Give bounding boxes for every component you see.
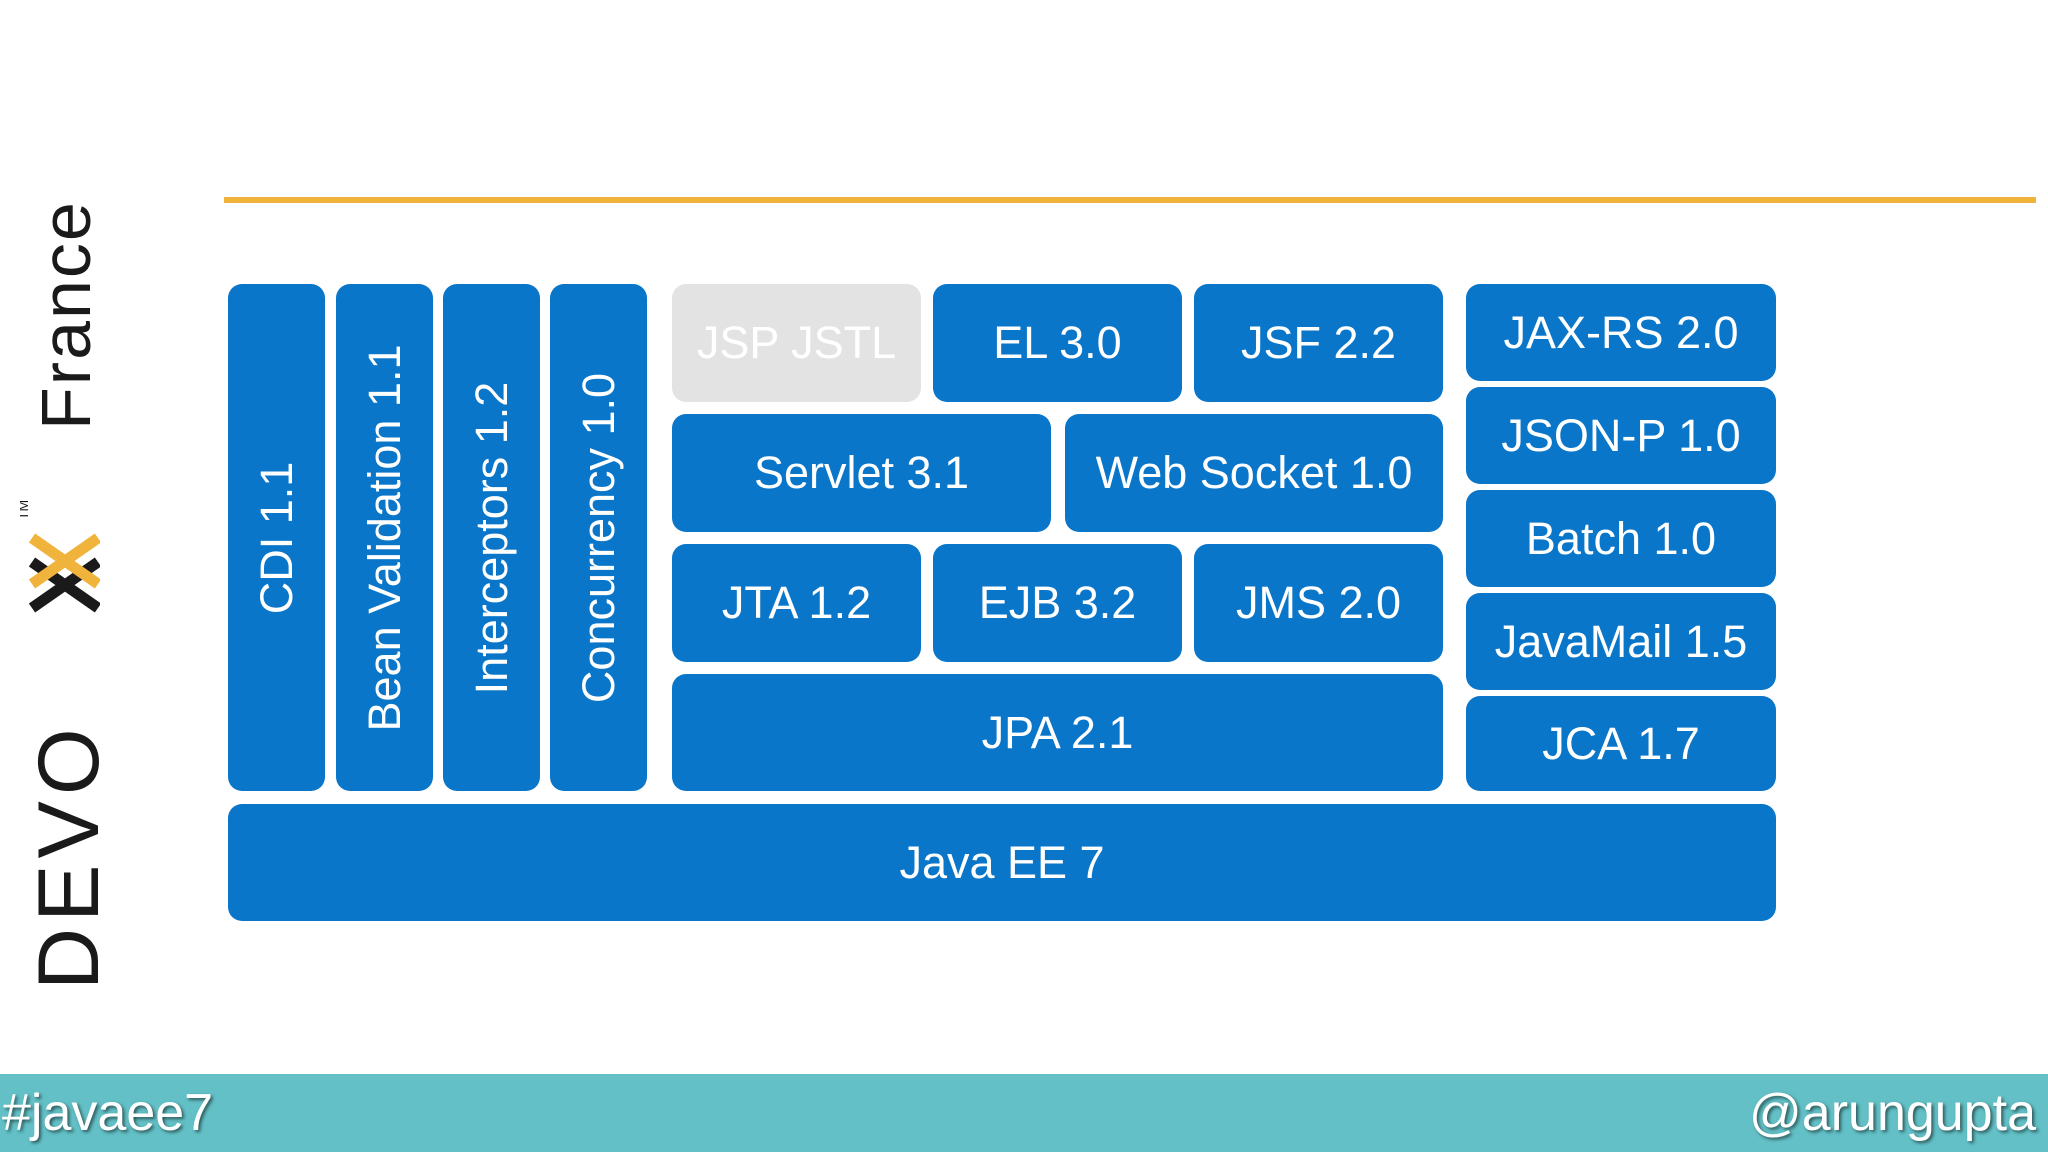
websocket-box: Web Socket 1.0 bbox=[1065, 414, 1443, 532]
concurrency-box: Concurrency 1.0 bbox=[550, 284, 647, 791]
jsf-box: JSF 2.2 bbox=[1194, 284, 1443, 402]
jca-box: JCA 1.7 bbox=[1466, 696, 1776, 791]
batch-box: Batch 1.0 bbox=[1466, 490, 1776, 587]
cdi-box: CDI 1.1 bbox=[228, 284, 325, 791]
devoxx-france-logo: DEVO TM France bbox=[20, 60, 100, 1000]
java-ee-7-platform-box: Java EE 7 bbox=[228, 804, 1776, 921]
logo-trademark: TM bbox=[20, 500, 31, 520]
footer-hashtag: #javaee7 bbox=[2, 1084, 214, 1142]
devoxx-logo-graphic: DEVO TM France bbox=[20, 200, 100, 990]
interceptors-label: Interceptors 1.2 bbox=[465, 381, 517, 694]
el-box: EL 3.0 bbox=[933, 284, 1182, 402]
cdi-label: CDI 1.1 bbox=[250, 461, 302, 614]
jms-box: JMS 2.0 bbox=[1194, 544, 1443, 662]
javamail-box: JavaMail 1.5 bbox=[1466, 593, 1776, 690]
concurrency-label: Concurrency 1.0 bbox=[572, 372, 624, 703]
footer-bar: #javaee7 @arungupta bbox=[0, 1074, 2048, 1152]
logo-region-text: France bbox=[27, 200, 100, 430]
servlet-box: Servlet 3.1 bbox=[672, 414, 1051, 532]
jsonp-box: JSON-P 1.0 bbox=[1466, 387, 1776, 484]
jpa-box: JPA 2.1 bbox=[672, 674, 1443, 791]
logo-devo-text: DEVO bbox=[21, 722, 100, 990]
jaxrs-box: JAX-RS 2.0 bbox=[1466, 284, 1776, 381]
bean-validation-label: Bean Validation 1.1 bbox=[358, 344, 410, 731]
footer-handle: @arungupta bbox=[1749, 1084, 2036, 1142]
title-divider-line bbox=[224, 197, 2036, 203]
interceptors-box: Interceptors 1.2 bbox=[443, 284, 540, 791]
ejb-box: EJB 3.2 bbox=[933, 544, 1182, 662]
jta-box: JTA 1.2 bbox=[672, 544, 921, 662]
jsp-jstl-box: JSP JSTL bbox=[672, 284, 921, 402]
bean-validation-box: Bean Validation 1.1 bbox=[336, 284, 433, 791]
logo-xx-mark bbox=[28, 533, 100, 613]
